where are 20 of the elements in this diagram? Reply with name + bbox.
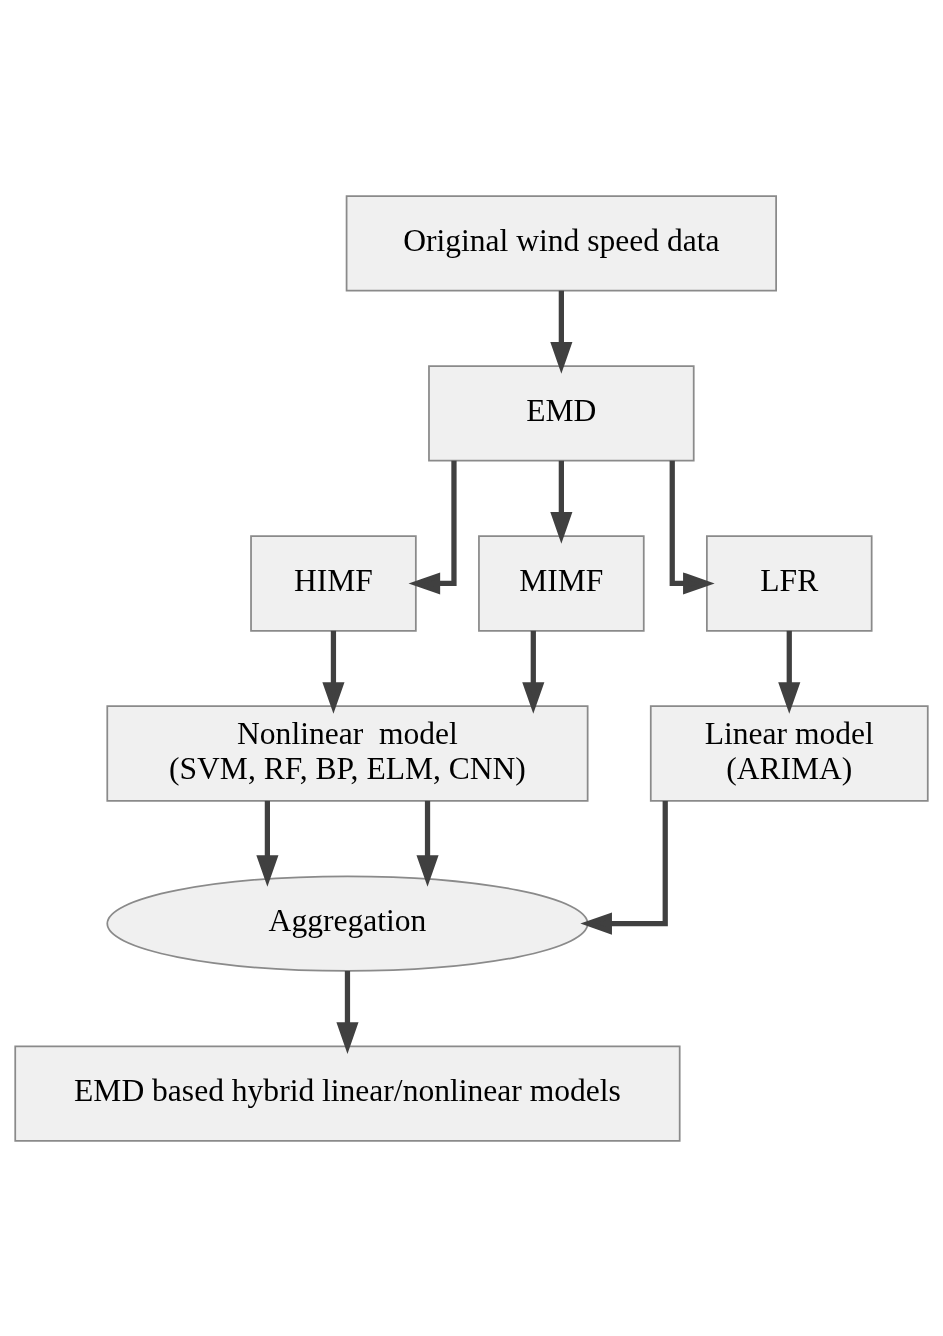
arrow [256, 800, 279, 887]
arrow [778, 630, 801, 714]
arrow [336, 970, 359, 1054]
arrow [416, 800, 439, 887]
arrow [322, 630, 345, 714]
arrow [550, 290, 573, 374]
arrow [669, 460, 715, 595]
arrow [550, 460, 573, 544]
node-box: MIMF [478, 534, 645, 632]
node-box: Original wind speed data [345, 194, 777, 292]
node-box: EMD [428, 364, 695, 462]
node-box: Linear model (ARIMA) [649, 704, 929, 802]
node-box: HIMF [250, 534, 417, 632]
arrow [522, 630, 545, 714]
arrow [408, 460, 457, 595]
node-box: LFR [706, 534, 873, 632]
node-ellipse: Aggregation [106, 874, 589, 972]
arrow [580, 800, 668, 935]
node-box: EMD based hybrid linear/nonlinear models [14, 1044, 681, 1142]
node-box: Nonlinear model (SVM, RF, BP, ELM, CNN) [106, 704, 589, 802]
